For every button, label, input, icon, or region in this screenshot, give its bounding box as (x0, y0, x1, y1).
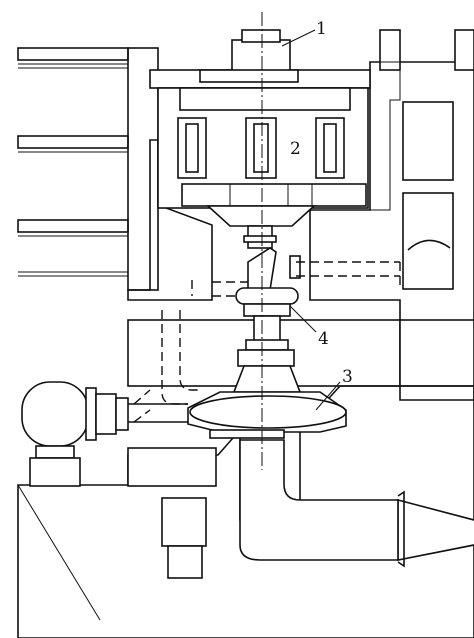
callout-number-1: 1 (316, 19, 327, 39)
hidden-pipes (133, 261, 401, 423)
callout-number-2: 2 (290, 139, 301, 159)
shaft-and-coupling (232, 225, 302, 393)
callout-number-4: 4 (318, 329, 329, 349)
motor-top-cover (199, 29, 299, 83)
callout-3: 3 (315, 367, 353, 411)
discharge-elbow (239, 439, 405, 568)
callout-2: 2 (290, 139, 301, 159)
callout-1: 1 (281, 19, 327, 47)
callout-number-3: 3 (342, 367, 353, 387)
callout-4: 4 (289, 305, 329, 349)
pump-casing (187, 391, 347, 439)
drain-block (127, 447, 217, 579)
right-structure (309, 29, 474, 401)
auxiliary-motor (21, 381, 188, 487)
left-wall (17, 47, 159, 291)
motor (149, 69, 371, 227)
